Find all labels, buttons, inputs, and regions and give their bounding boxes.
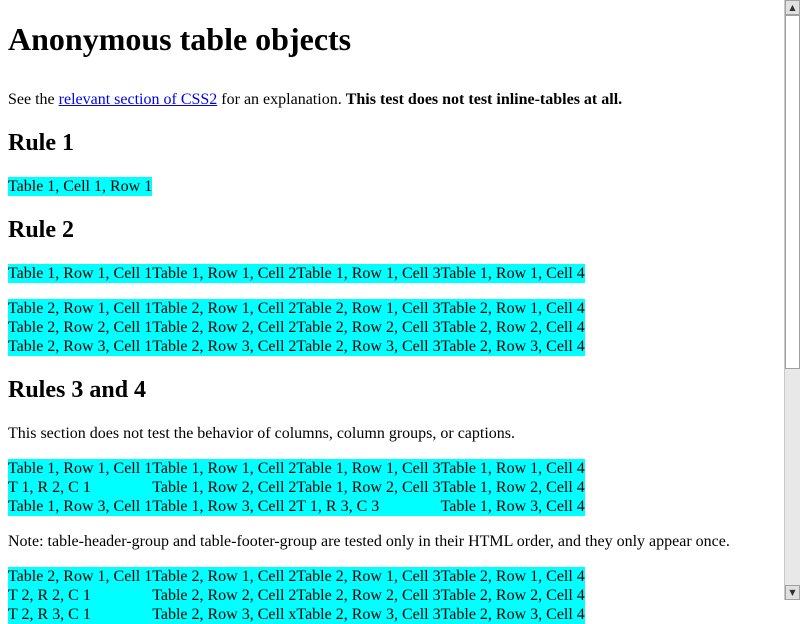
table-cell: Table 1, Row 1, Cell 2 bbox=[152, 265, 297, 282]
table-cell: Table 1, Cell 1, Row 1 bbox=[8, 178, 153, 195]
down-arrow-icon: ▼ bbox=[789, 588, 796, 597]
table-cell: Table 1, Row 1, Cell 4 bbox=[440, 265, 585, 282]
table-cell: Table 2, Row 1, Cell 3 bbox=[296, 568, 441, 585]
table-cell: Table 1, Row 1, Cell 2 bbox=[152, 460, 297, 477]
intro-paragraph: See the relevant section of CSS2 for an … bbox=[8, 90, 783, 109]
table-cell: Table 1, Row 1, Cell 3 bbox=[296, 265, 441, 282]
table-cell: Table 2, Row 1, Cell 3 bbox=[296, 300, 441, 317]
table-cell: Table 1, Row 2, Cell 3 bbox=[296, 479, 441, 496]
rule1-table-wrap: Table 1, Cell 1, Row 1 bbox=[8, 177, 783, 196]
table-cell: Table 1, Row 1, Cell 4 bbox=[440, 460, 585, 477]
intro-middle: for an explanation. bbox=[217, 91, 346, 108]
page-content: Anonymous table objects See the relevant… bbox=[8, 0, 783, 624]
table-cell: Table 2, Row 3, Cell 4 bbox=[440, 338, 585, 355]
table-cell: Table 2, Row 3, Cell 3 bbox=[296, 606, 441, 623]
table-cell: Table 2, Row 1, Cell 2 bbox=[152, 300, 297, 317]
table-cell: Table 2, Row 2, Cell 1 bbox=[8, 319, 153, 336]
table-cell: T 1, R 3, C 3 bbox=[296, 498, 380, 515]
table-cell: Table 1, Row 3, Cell 4 bbox=[440, 498, 585, 515]
table-cell: T 2, R 2, C 1 bbox=[8, 587, 91, 604]
table-cell: Table 2, Row 2, Cell 4 bbox=[440, 319, 585, 336]
table-cell: Table 2, Row 1, Cell 1 bbox=[8, 568, 153, 585]
table-cell: Table 1, Row 2, Cell 2 bbox=[152, 479, 297, 496]
table-cell: Table 1, Row 1, Cell 1 bbox=[8, 460, 153, 477]
intro-bold-note: This test does not test inline-tables at… bbox=[345, 91, 623, 108]
scroll-up-button[interactable]: ▲ bbox=[785, 0, 800, 15]
page-title: Anonymous table objects bbox=[8, 21, 352, 57]
rule1-heading: Rule 1 bbox=[8, 130, 74, 156]
table-cell: Table 1, Row 1, Cell 1 bbox=[8, 265, 153, 282]
rules34-heading: Rules 3 and 4 bbox=[8, 377, 147, 403]
table-cell: Table 2, Row 2, Cell 2 bbox=[152, 319, 297, 336]
table-cell: Table 2, Row 1, Cell 1 bbox=[8, 300, 153, 317]
vertical-scrollbar[interactable]: ▲ ▼ bbox=[784, 0, 800, 600]
css2-section-link[interactable]: relevant section of CSS2 bbox=[58, 91, 218, 108]
intro-prefix: See the bbox=[8, 91, 59, 108]
rule1-table: Table 1, Cell 1, Row 1 bbox=[8, 177, 153, 196]
rules34-note: This section does not test the behavior … bbox=[8, 425, 516, 442]
table-cell: Table 2, Row 1, Cell 4 bbox=[440, 568, 585, 585]
scroll-down-button[interactable]: ▼ bbox=[785, 585, 800, 600]
scroll-thumb[interactable] bbox=[785, 15, 800, 369]
rules34-note2: Note: table-header-group and table-foote… bbox=[8, 533, 730, 550]
table-cell: Table 2, Row 3, Cell 4 bbox=[440, 606, 585, 623]
table-cell: Table 2, Row 3, Cell x bbox=[152, 606, 297, 623]
rule2-heading: Rule 2 bbox=[8, 217, 74, 243]
table-cell: Table 2, Row 3, Cell 3 bbox=[296, 338, 441, 355]
table-cell: Table 2, Row 1, Cell 4 bbox=[440, 300, 585, 317]
table-cell: T 2, R 3, C 1 bbox=[8, 606, 91, 623]
up-arrow-icon: ▲ bbox=[789, 3, 796, 12]
table-cell: Table 1, Row 3, Cell 2 bbox=[152, 498, 297, 515]
table-cell: T 1, R 2, C 1 bbox=[8, 479, 91, 496]
table-row: Table 1, Cell 1, Row 1 bbox=[8, 177, 152, 196]
table-cell: Table 2, Row 3, Cell 1 bbox=[8, 338, 153, 355]
table-cell: Table 2, Row 2, Cell 2 bbox=[152, 587, 297, 604]
table-cell: Table 2, Row 1, Cell 2 bbox=[152, 568, 297, 585]
table-cell: Table 2, Row 2, Cell 3 bbox=[296, 587, 441, 604]
table-cell: Table 1, Row 1, Cell 3 bbox=[296, 460, 441, 477]
table-cell: Table 1, Row 2, Cell 4 bbox=[440, 479, 585, 496]
table-cell: Table 1, Row 3, Cell 1 bbox=[8, 498, 153, 515]
table-cell: Table 2, Row 3, Cell 2 bbox=[152, 338, 297, 355]
table-cell: Table 2, Row 2, Cell 4 bbox=[440, 587, 585, 604]
table-cell: Table 2, Row 2, Cell 3 bbox=[296, 319, 441, 336]
